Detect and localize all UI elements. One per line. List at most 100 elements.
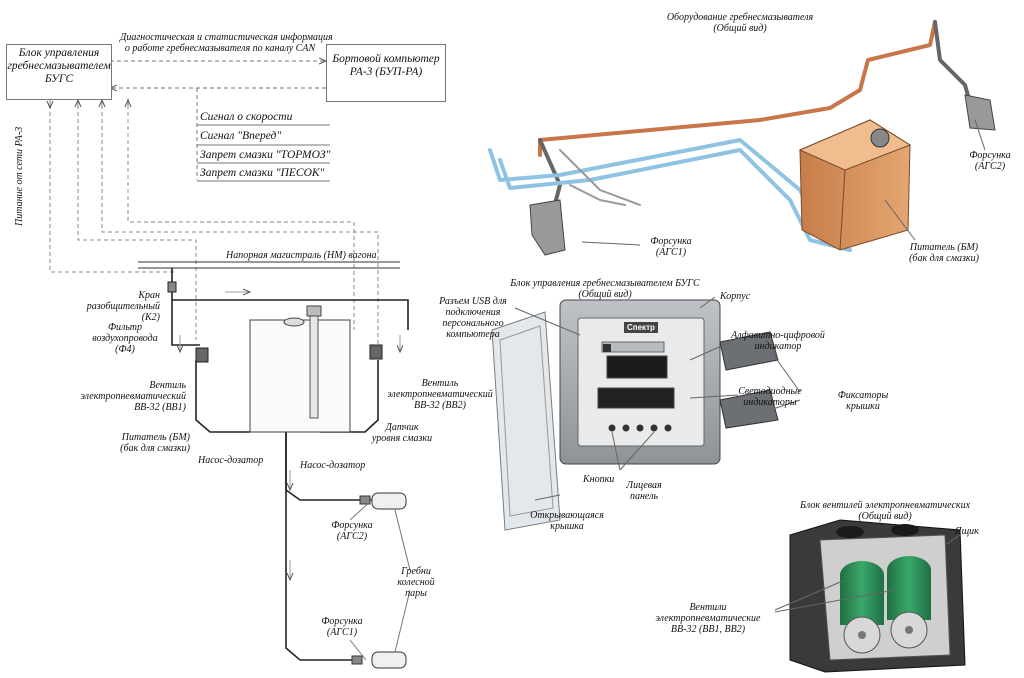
- valve-block-title: Блок вентилей электропневматических (Общ…: [790, 500, 980, 522]
- valve1-line1: Вентиль: [149, 380, 186, 391]
- buttons-label: Кнопки: [583, 474, 615, 485]
- indicator-line2: индикатор: [754, 341, 802, 352]
- crane-line3: (К2): [141, 312, 160, 323]
- valve-block-graphics: [789, 519, 966, 673]
- level-sensor-line2: уровня смазки: [371, 433, 433, 444]
- valves-label: Вентили электропневматические ВВ-32 (ВВ1…: [648, 602, 768, 635]
- flanges-line2: колесной: [397, 577, 435, 588]
- computer-box: Бортовой компьютер РА-3 (БУП-РА): [326, 44, 446, 102]
- eq-nozzle2-label: Форсунка (АГС2): [960, 150, 1020, 172]
- filter-label: Фильтр воздухопровода (Ф4): [80, 322, 170, 355]
- valve2-label: Вентиль электропневматический ВВ-32 (ВВ2…: [380, 378, 500, 411]
- main-line-label: Напорная магистраль (НМ) вагона: [226, 250, 377, 261]
- lid-line1: Открывающаяся: [530, 510, 604, 521]
- signal-brake: Запрет смазки "ТОРМОЗ": [200, 149, 331, 161]
- flanges-line3: пары: [405, 588, 427, 599]
- sch-nozzle1-label: Форсунка (АГС1): [302, 616, 382, 638]
- valves-line3: ВВ-32 (ВВ1, ВВ2): [670, 624, 746, 635]
- vb-title-line2: (Общий вид): [858, 511, 912, 522]
- can-info-line1: Диагностическая и статистическая информа…: [120, 32, 333, 43]
- crane-line1: Кран: [138, 290, 160, 301]
- crane-label: Кран разобщительный (К2): [70, 290, 160, 323]
- eq-nozzle2-line1: Форсунка: [969, 150, 1011, 161]
- can-link: [110, 61, 326, 88]
- feeder-label: Питатель (БМ) (бак для смазки): [100, 432, 190, 454]
- eq-feeder-label: Питатель (БМ) (бак для смазки): [896, 242, 992, 264]
- lid-label: Открывающаяся крышка: [522, 510, 612, 532]
- flanges-line1: Гребни: [401, 566, 431, 577]
- flanges-label: Гребни колесной пары: [386, 566, 446, 599]
- front-panel-line1: Лицевая: [626, 480, 662, 491]
- power-label: Питание от сети РА-3: [14, 126, 25, 226]
- box-label: Ящик: [955, 526, 979, 537]
- equipment-tank: [798, 119, 912, 251]
- level-sensor-line1: Датчик: [385, 422, 419, 433]
- leds-label: Светодиодные индикаторы: [730, 386, 810, 408]
- valve1-line3: ВВ-32 (ВВ1): [134, 402, 186, 413]
- sch-nozzle2-label: Форсунка (АГС2): [312, 520, 392, 542]
- equipment-brackets: [529, 94, 996, 256]
- equipment-title-line1: Оборудование гребнесмазывателя: [666, 12, 814, 23]
- filter-line2: воздухопровода: [92, 333, 158, 344]
- eq-feeder-line1: Питатель (БМ): [909, 242, 979, 253]
- controller-line1: Блок управления: [18, 47, 100, 59]
- eq-feeder-line2: (бак для смазки): [909, 253, 979, 264]
- level-sensor-label: Датчик уровня смазки: [362, 422, 442, 444]
- schematic-nozzles: [349, 492, 411, 669]
- controller-line2: гребнесмазывателем: [7, 60, 111, 72]
- leader-lines: [514, 119, 986, 613]
- sch-nozzle1-line1: Форсунка: [321, 616, 363, 627]
- crane-line2: разобщительный: [86, 301, 160, 312]
- can-info: Диагностическая и статистическая информа…: [120, 32, 333, 54]
- cu-title-line1: Блок управления гребнесмазывателем БУГС: [510, 278, 700, 289]
- filter-line1: Фильтр: [107, 322, 143, 333]
- indicator-label: Алфавитно-цифровой индикатор: [728, 330, 828, 352]
- can-info-line2: о работе гребнесмазывателя по каналу CAN: [124, 43, 316, 54]
- valves-line1: Вентили: [689, 602, 727, 613]
- valve2-line3: ВВ-32 (ВВ2): [414, 400, 466, 411]
- valve2-line1: Вентиль: [421, 378, 459, 389]
- valve2-line2: электропневматический: [387, 389, 493, 400]
- valves-line2: электропневматические: [655, 613, 761, 624]
- eq-nozzle1-line1: Форсунка: [650, 236, 692, 247]
- computer-line1: Бортовой компьютер: [332, 53, 440, 65]
- leds-line2: индикаторы: [743, 397, 797, 408]
- computer-line2: РА-3 (БУП-РА): [349, 66, 423, 78]
- signal-speed: Сигнал о скорости: [200, 111, 293, 123]
- eq-nozzle1-line2: (АГС1): [655, 247, 687, 258]
- pump1-label: Насос-дозатор: [198, 455, 264, 466]
- eq-nozzle1-label: Форсунка (АГС1): [636, 236, 706, 258]
- pump2-label: Насос-дозатор: [300, 460, 366, 471]
- sch-nozzle1-line2: (АГС1): [326, 627, 358, 638]
- sch-nozzle2-line2: (АГС2): [336, 531, 368, 542]
- body-label: Корпус: [720, 291, 751, 302]
- control-unit-title: Блок управления гребнесмазывателем БУГС …: [500, 278, 710, 300]
- indicator-line1: Алфавитно-цифровой: [731, 330, 825, 341]
- equipment-title-line2: (Общий вид): [713, 23, 767, 34]
- vb-title-line1: Блок вентилей электропневматических: [799, 500, 971, 511]
- valve1-line2: электропневматический: [80, 391, 186, 402]
- sch-nozzle2-line1: Форсунка: [331, 520, 373, 531]
- feeder-line1: Питатель (БМ): [121, 432, 190, 443]
- eq-nozzle2-line2: (АГС2): [974, 161, 1006, 172]
- latches-label: Фиксаторы крышки: [828, 390, 898, 412]
- latches-line2: крышки: [846, 401, 880, 412]
- feeder-line2: (бак для смазки): [120, 443, 190, 454]
- signal-sand: Запрет смазки "ПЕСОК": [200, 167, 325, 179]
- latches-line1: Фиксаторы: [837, 390, 889, 401]
- usb-line4: компьютера: [446, 329, 500, 340]
- front-panel-label: Лицевая панель: [614, 480, 674, 502]
- usb-line3: персонального: [442, 318, 504, 329]
- main-line: [138, 261, 400, 269]
- lid-line2: крышка: [550, 521, 584, 532]
- cu-title-line2: (Общий вид): [578, 289, 632, 300]
- signal-forward: Сигнал "Вперед": [200, 130, 282, 142]
- control-unit-graphics: [491, 299, 779, 531]
- leds-line1: Светодиодные: [738, 386, 802, 397]
- equipment-title: Оборудование гребнесмазывателя (Общий ви…: [640, 12, 840, 34]
- valve1-label: Вентиль электропневматический ВВ-32 (ВВ1…: [56, 380, 186, 413]
- brand-logo: Спектр: [624, 322, 658, 333]
- schematic-tank: [249, 305, 351, 433]
- usb-line1: Разъем USB для: [439, 296, 507, 307]
